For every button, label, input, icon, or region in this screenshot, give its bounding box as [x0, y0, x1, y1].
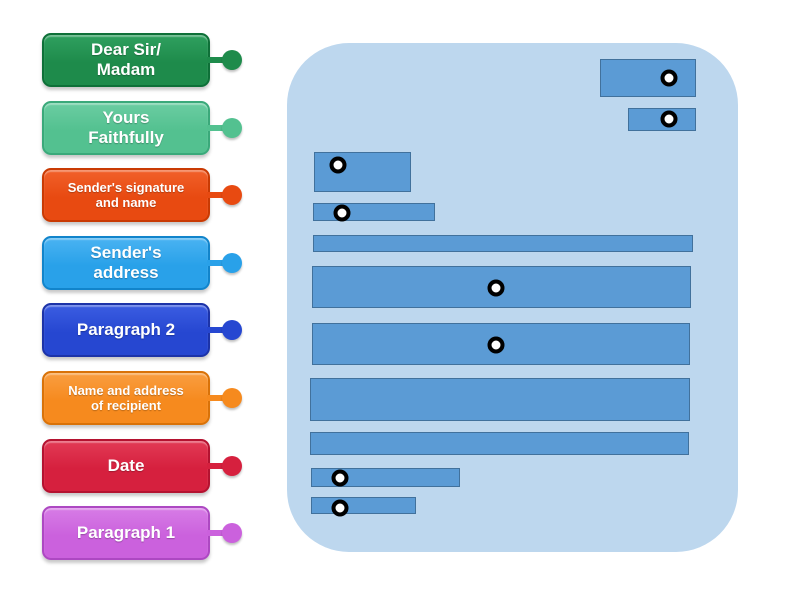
- label-text-line: of recipient: [90, 398, 162, 413]
- label-text-line: Date: [107, 455, 145, 475]
- letter-diagram-panel: [287, 43, 738, 552]
- text-placeholder-bar: [311, 468, 460, 487]
- connector-stub: [207, 327, 223, 333]
- connector-stub: [207, 463, 223, 469]
- connector-dot: [222, 523, 242, 543]
- label-text-line: Sender's signature: [67, 179, 185, 195]
- label-text-line: Sender's: [90, 242, 162, 262]
- connector-stub: [207, 57, 223, 63]
- connector-stub: [207, 395, 223, 401]
- text-placeholder-bar: [600, 59, 696, 97]
- label-text-line: Name and address: [68, 382, 184, 398]
- target-dot[interactable]: [487, 336, 505, 354]
- connector-dot: [222, 388, 242, 408]
- connector-dot: [222, 50, 242, 70]
- target-dot[interactable]: [331, 499, 349, 517]
- text-placeholder-bar: [313, 203, 435, 221]
- text-placeholder-bar: [310, 378, 690, 421]
- label-text: Date: [108, 456, 145, 476]
- label-text: Paragraph 2: [77, 320, 175, 340]
- target-dot[interactable]: [329, 156, 347, 174]
- connector-dot: [222, 185, 242, 205]
- label-chip-paragraph-1[interactable]: Paragraph 1: [42, 506, 242, 560]
- connector-stub: [207, 125, 223, 131]
- text-placeholder-bar: [311, 497, 416, 514]
- connector-dot: [222, 118, 242, 138]
- connector-dot: [222, 253, 242, 273]
- connector-dot: [222, 456, 242, 476]
- target-dot[interactable]: [487, 279, 505, 297]
- label-text: Dear Sir/Madam: [91, 40, 161, 80]
- target-dot[interactable]: [331, 469, 349, 487]
- connector-dot: [222, 320, 242, 340]
- text-placeholder-bar: [310, 432, 689, 455]
- label-text: Paragraph 1: [77, 523, 175, 543]
- target-dot[interactable]: [333, 204, 351, 222]
- label-text-line: Dear Sir/: [91, 39, 161, 59]
- label-text-line: Yours: [102, 107, 150, 127]
- target-dot[interactable]: [660, 69, 678, 87]
- target-dot[interactable]: [660, 110, 678, 128]
- label-chip-date[interactable]: Date: [42, 439, 242, 493]
- text-placeholder-bar: [313, 235, 693, 252]
- label-text-line: Paragraph 1: [76, 522, 176, 542]
- label-text-line: Faithfully: [88, 128, 164, 147]
- label-chip-paragraph-2[interactable]: Paragraph 2: [42, 303, 242, 357]
- label-text-line: Paragraph 2: [76, 319, 176, 339]
- label-text-line: and name: [95, 195, 157, 210]
- connector-stub: [207, 192, 223, 198]
- connector-stub: [207, 530, 223, 536]
- label-text-line: address: [93, 263, 159, 282]
- label-text-line: Madam: [96, 60, 156, 79]
- text-placeholder-bar: [314, 152, 411, 192]
- label-chip-dear-sir-madam[interactable]: Dear Sir/Madam: [42, 33, 242, 87]
- connector-stub: [207, 260, 223, 266]
